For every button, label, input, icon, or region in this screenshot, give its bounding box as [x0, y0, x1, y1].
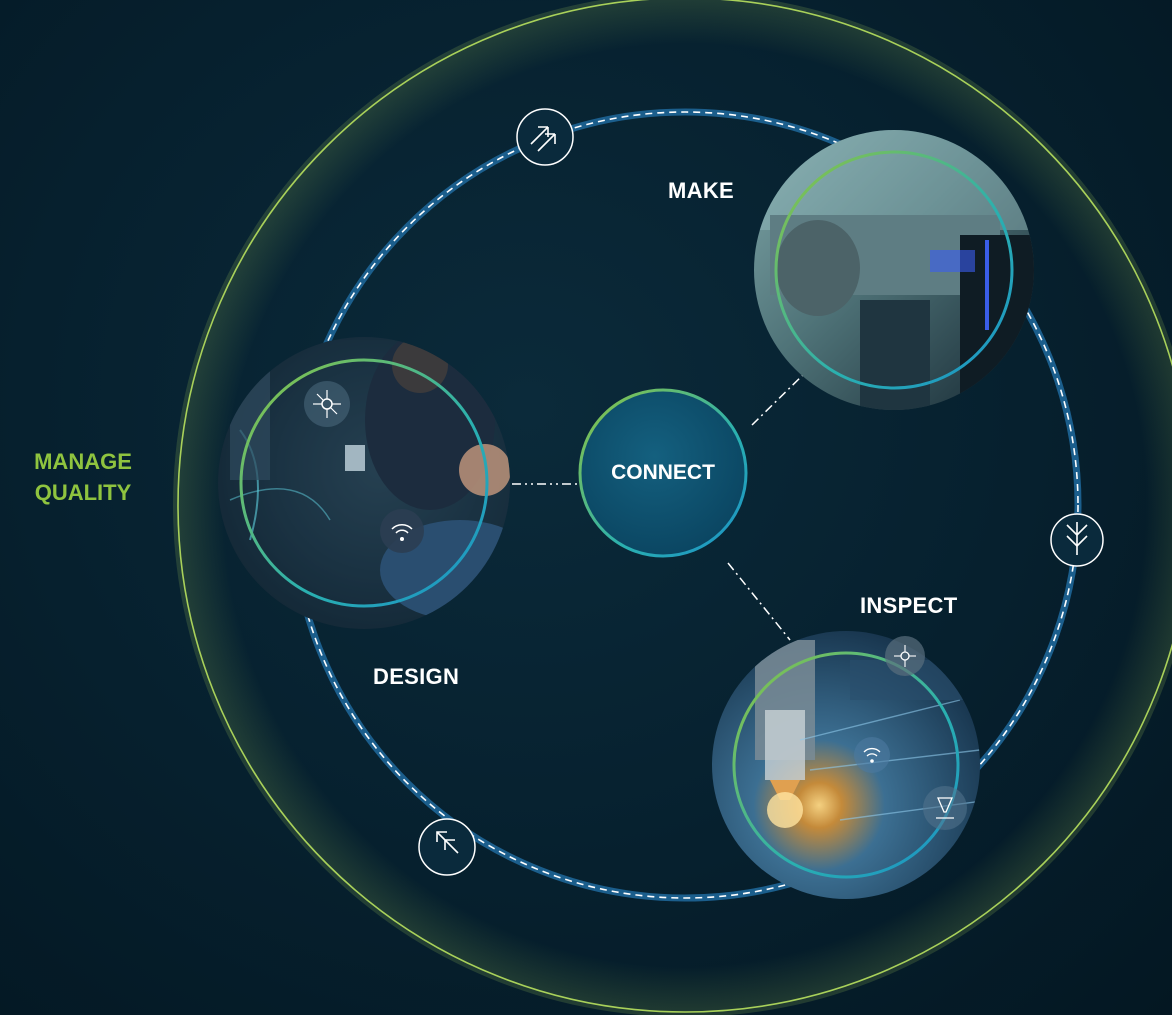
make-label: MAKE: [668, 178, 734, 203]
connect-node[interactable]: [578, 388, 748, 558]
design-ring: [239, 358, 489, 608]
cycle-dashes: [291, 111, 1079, 899]
double-arrow-icon[interactable]: [516, 108, 574, 166]
double-arrow-icon[interactable]: [1050, 513, 1104, 567]
make-node[interactable]: [754, 130, 1040, 415]
title-line-1: MANAGE: [34, 449, 132, 474]
title-line-2: QUALITY: [34, 480, 132, 505]
connect-label: CONNECT: [611, 461, 715, 484]
double-arrow-icon[interactable]: [418, 818, 476, 876]
wifi-icon[interactable]: [380, 509, 424, 553]
connector-inspect: [727, 562, 791, 641]
outer-ring: [177, 0, 1172, 1013]
inspect-label: INSPECT: [860, 593, 958, 618]
wifi-icon[interactable]: [854, 737, 890, 773]
make-photo-details: [755, 130, 1034, 410]
network-icon[interactable]: [885, 636, 925, 676]
inspect-node[interactable]: [712, 631, 990, 899]
network-icon[interactable]: [304, 381, 350, 427]
manage-quality-title: MANAGE QUALITY: [0, 446, 166, 508]
inspect-photo-details: [755, 640, 980, 828]
connector-make: [751, 369, 809, 426]
make-ring: [774, 150, 1014, 390]
inspect-ring: [732, 651, 960, 879]
design-label: DESIGN: [373, 664, 460, 689]
probe-icon[interactable]: [923, 786, 967, 830]
connect-circle: [578, 388, 748, 558]
